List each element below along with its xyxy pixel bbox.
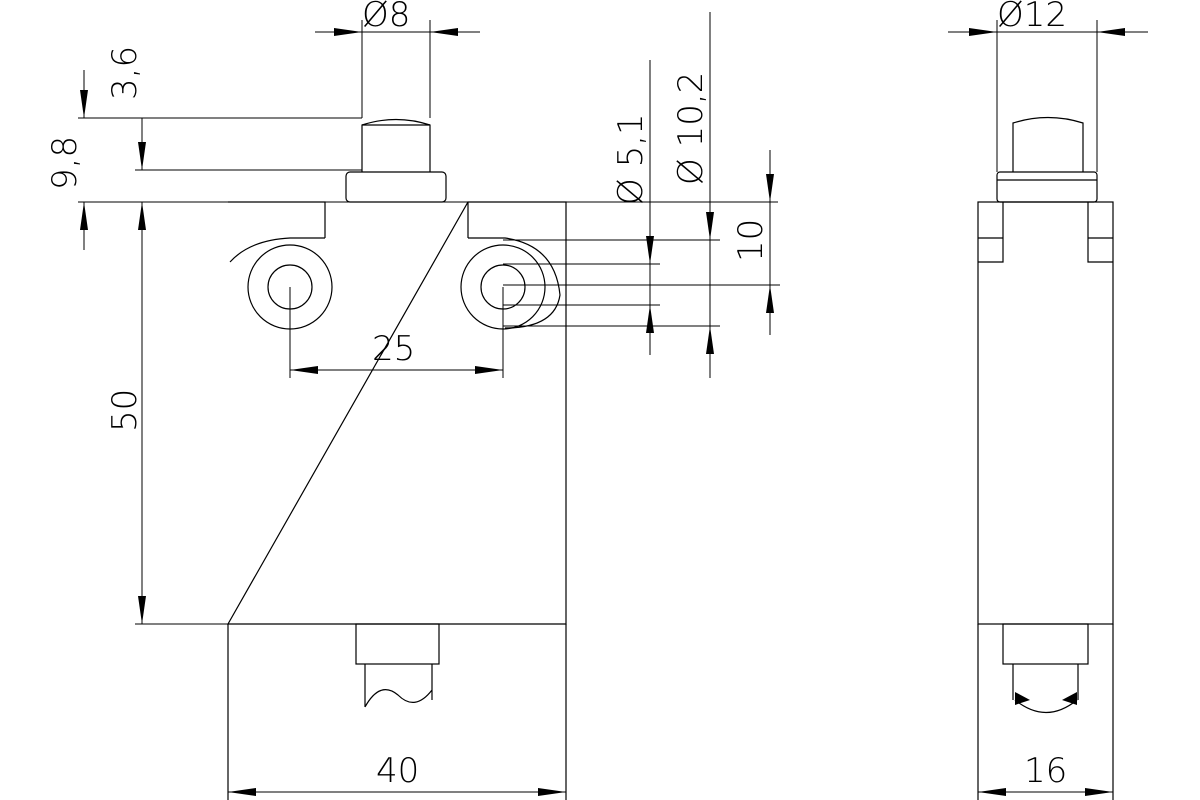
side-cable-gland: [1002, 623, 1089, 665]
side-plunger-collar: [996, 171, 1098, 203]
dim-hole-diameter: Ø 5,1: [611, 113, 651, 205]
dim-plunger-travel: 3,6: [105, 46, 145, 100]
front-body-outline: [226, 201, 567, 625]
right-boss-contour: [468, 237, 561, 329]
front-dimension-texts: Ø8 3,6 9,8 50 25 Ø 5,1 Ø 10,2 10 40: [45, 0, 771, 791]
dim-side-body-depth: 16: [1024, 751, 1067, 791]
dim-body-width: 40: [376, 751, 419, 791]
dim-boss-diameter: Ø 10,2: [671, 72, 711, 185]
side-cable-section: [1014, 699, 1078, 713]
dim-actuator-height: 9,8: [45, 136, 85, 190]
cable-break: [364, 664, 433, 708]
side-view: [977, 116, 1114, 800]
dim-body-height: 50: [105, 389, 145, 432]
left-boss-contour: [229, 237, 325, 263]
plunger-stem: [361, 118, 431, 172]
front-extension-lines: [78, 20, 780, 800]
plunger-collar: [345, 171, 447, 203]
side-dimension-texts: Ø12 16: [997, 0, 1067, 791]
dim-side-plunger-diameter: Ø12: [997, 0, 1067, 35]
dim-plunger-diameter: Ø8: [362, 0, 410, 35]
side-plunger-stem: [1012, 116, 1084, 172]
cable-gland: [355, 623, 440, 665]
front-view: [226, 118, 567, 800]
dim-hole-offset: 10: [731, 219, 771, 262]
front-dimension-lines: [80, 12, 774, 796]
dim-hole-spacing: 25: [372, 329, 415, 369]
side-dimension-lines: [948, 20, 1148, 800]
side-body-outline: [977, 201, 1114, 625]
